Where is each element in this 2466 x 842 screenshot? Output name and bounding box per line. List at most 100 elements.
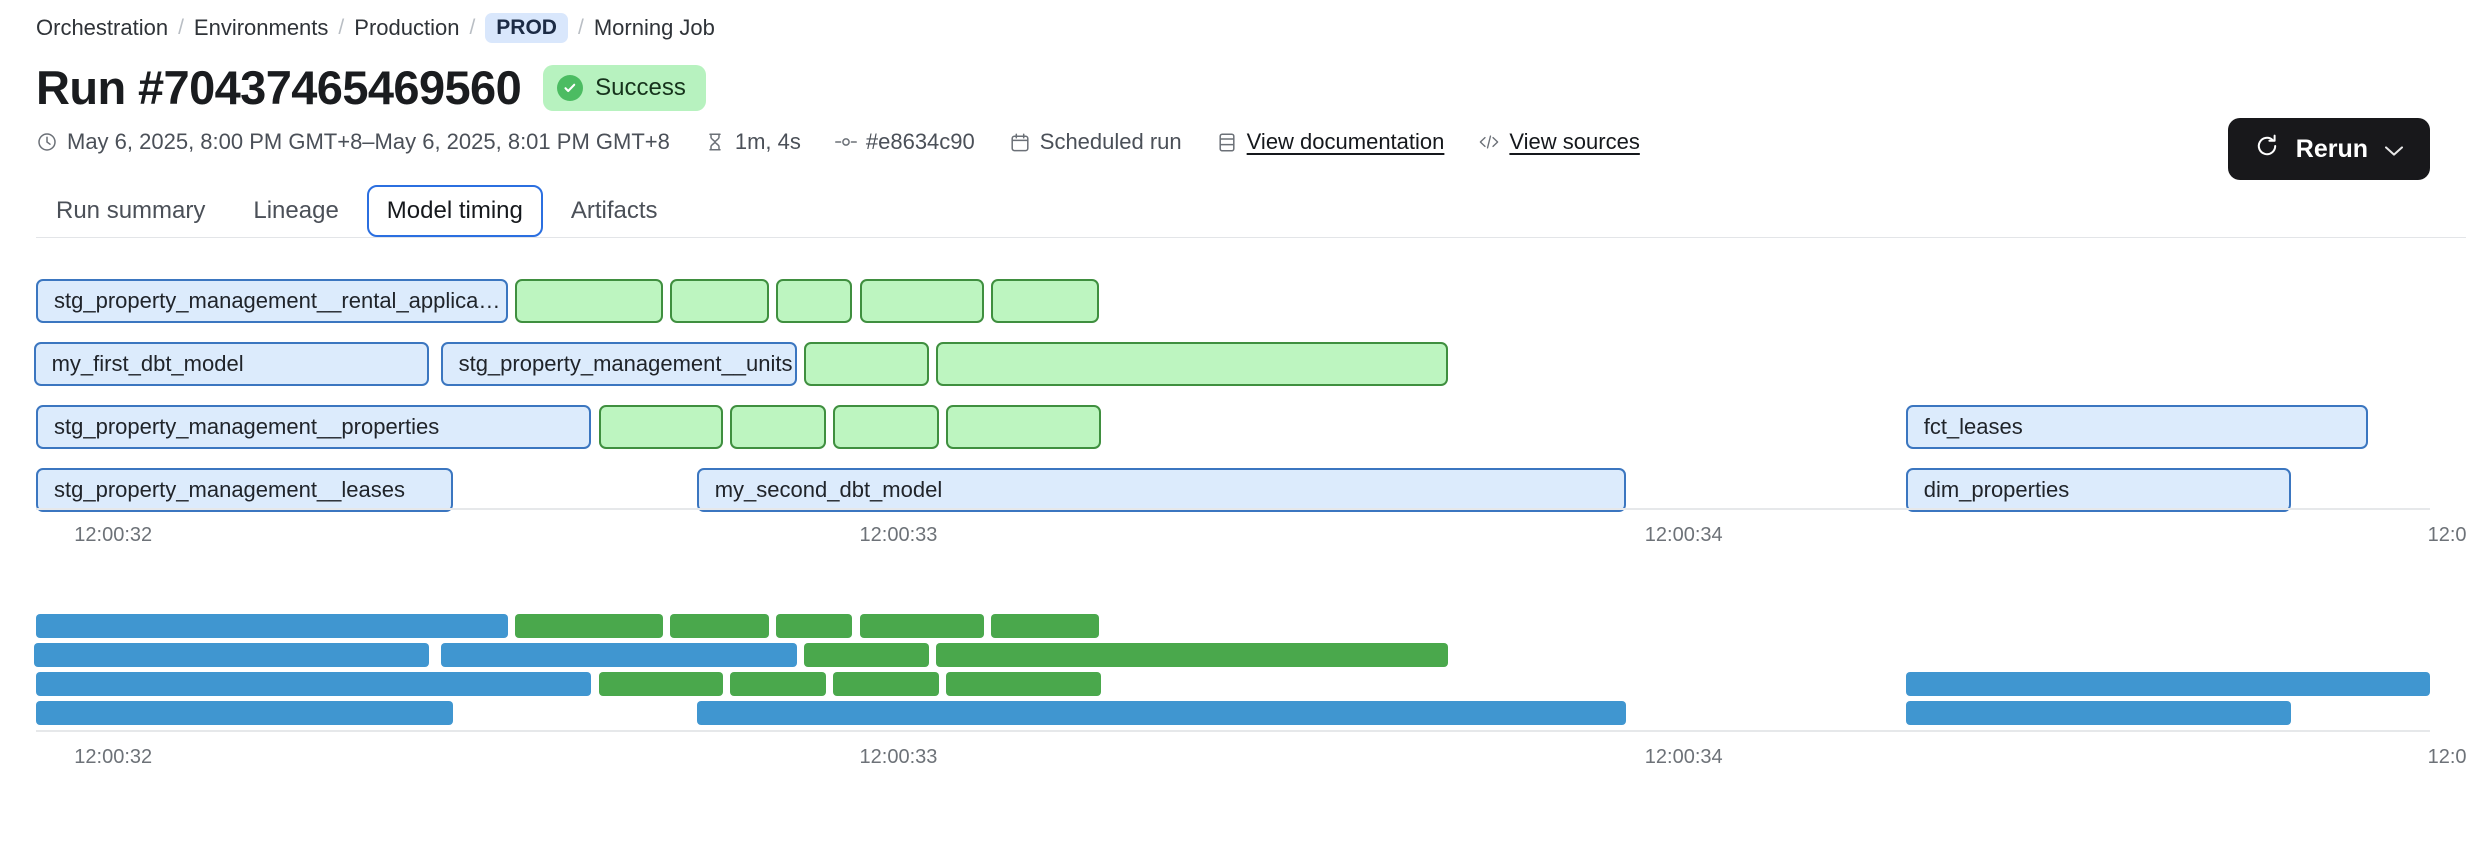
trigger-text: Scheduled run: [1039, 129, 1182, 154]
book-icon: [1216, 131, 1238, 153]
breadcrumb-item-morning-job[interactable]: Morning Job: [593, 15, 715, 40]
minimap-bar[interactable]: [670, 614, 769, 638]
axis-tick-label: 12:00:35: [2427, 524, 2466, 546]
git-commit-icon: [834, 131, 857, 153]
tab-lineage[interactable]: Lineage: [253, 197, 339, 224]
breadcrumb-separator: /: [577, 16, 584, 39]
minimap-bar[interactable]: [33, 643, 429, 667]
gantt-lane: stg_property_management__properties fct_l…: [36, 405, 2430, 449]
rerun-button[interactable]: Rerun: [2227, 118, 2430, 180]
meta-trigger: Scheduled run: [1009, 129, 1182, 155]
gantt-bar-stg_property_management__units[interactable]: stg_property_management__units: [440, 342, 798, 386]
gantt-lane: my_first_dbt_model stg_property_managemen…: [33, 342, 2430, 386]
minimap-lane: [36, 672, 2430, 696]
tab-underline: [36, 237, 2466, 238]
meta-sources[interactable]: View sources: [1478, 129, 1640, 155]
gantt-bar[interactable]: [514, 279, 664, 323]
breadcrumb: Orchestration / Environments / Production / PR…: [36, 0, 2430, 43]
refresh-icon: [2254, 133, 2280, 166]
gantt-bar[interactable]: [775, 279, 853, 323]
axis-tick-label: 12:00:34: [1644, 746, 1723, 768]
breadcrumb-separator: /: [178, 16, 184, 39]
minimap-bar[interactable]: [730, 672, 826, 696]
breadcrumb-item-environments[interactable]: Environments: [193, 15, 329, 40]
minimap-bar[interactable]: [1905, 701, 2292, 725]
minimap-bar[interactable]: [514, 614, 664, 638]
gantt-bar-my_first_dbt_model[interactable]: my_first_dbt_model: [33, 342, 429, 386]
minimap-bar[interactable]: [804, 643, 929, 667]
gantt-bar[interactable]: [670, 279, 769, 323]
minimap-bar[interactable]: [936, 643, 1449, 667]
breadcrumb-separator: /: [338, 16, 345, 39]
minimap-bar[interactable]: [991, 614, 1099, 638]
gantt-bar[interactable]: [598, 405, 724, 449]
view-documentation-link[interactable]: View documentation: [1246, 129, 1445, 154]
tab-run-summary[interactable]: Run summary: [56, 197, 206, 224]
tab-bar: Run summary Lineage Model timing Artifacts: [36, 185, 2466, 238]
gantt-bar[interactable]: [859, 279, 985, 323]
minimap-bar[interactable]: [1905, 672, 2430, 696]
gantt-bar[interactable]: [730, 405, 826, 449]
breadcrumb-item-production[interactable]: Production: [354, 15, 460, 40]
calendar-icon: [1009, 131, 1031, 153]
minimap-bar[interactable]: [833, 672, 939, 696]
clock-icon: [36, 131, 58, 153]
meta-documentation[interactable]: View documentation: [1216, 129, 1445, 155]
timerange-text: May 6, 2025, 8:00 PM GMT+8–May 6, 2025, …: [67, 129, 670, 154]
meta-timerange: May 6, 2025, 8:00 PM GMT+8–May 6, 2025, …: [36, 129, 670, 155]
chevron-down-icon[interactable]: [2384, 135, 2404, 164]
gantt-bar[interactable]: [804, 342, 929, 386]
minimap-bar[interactable]: [36, 672, 592, 696]
minimap-bar[interactable]: [775, 614, 853, 638]
axis-line: [36, 508, 2430, 510]
gantt-bar-stg_property_management__rental_applications[interactable]: stg_property_management__rental_applicat…: [36, 279, 508, 323]
minimap-bar[interactable]: [36, 701, 453, 725]
timing-minimap[interactable]: [33, 614, 2430, 726]
gantt-bar-label: stg_property_management__properties: [54, 414, 440, 439]
minimap-bar[interactable]: [440, 643, 798, 667]
minimap-bar[interactable]: [36, 614, 508, 638]
commit-text: #e8634c90: [865, 129, 975, 154]
rerun-label: Rerun: [2295, 134, 2368, 163]
meta-commit: #e8634c90: [834, 129, 975, 155]
gantt-bar-label: stg_property_management__rental_applicat…: [54, 288, 506, 313]
axis-tick-label: 12:00:33: [859, 524, 938, 546]
gantt-bar-label: stg_property_management__units: [458, 351, 793, 376]
gantt-bar-label: fct_leases: [1923, 414, 2023, 439]
gantt-bar-stg_property_management__leases[interactable]: stg_property_management__leases: [36, 468, 453, 512]
gantt-bar-dim_properties[interactable]: dim_properties: [1905, 468, 2292, 512]
gantt-bar[interactable]: [945, 405, 1102, 449]
model-timing-chart: stg_property_management__rental_applicat…: [33, 279, 2466, 778]
breadcrumb-separator: /: [469, 16, 476, 39]
gantt-bar[interactable]: [991, 279, 1099, 323]
minimap-bar[interactable]: [859, 614, 985, 638]
hourglass-icon: [704, 131, 726, 153]
run-metadata: May 6, 2025, 8:00 PM GMT+8–May 6, 2025, …: [36, 129, 2430, 155]
axis-tick-label: 12:00:33: [859, 746, 938, 768]
minimap-lane: [33, 643, 2430, 667]
axis-tick-label: 12:00:32: [74, 524, 153, 546]
minimap-bar[interactable]: [598, 672, 724, 696]
gantt-bar-label: dim_properties: [1923, 477, 2070, 502]
minimap-lane: [36, 614, 2430, 638]
gantt-chart: stg_property_management__rental_applicat…: [33, 279, 2430, 512]
breadcrumb-item-prod: PROD: [485, 13, 568, 43]
breadcrumb-item-orchestration[interactable]: Orchestration: [36, 15, 169, 40]
gantt-bar-my_second_dbt_model[interactable]: my_second_dbt_model: [696, 468, 1626, 512]
minimap-bar[interactable]: [945, 672, 1102, 696]
gantt-bar[interactable]: [936, 342, 1449, 386]
view-sources-link[interactable]: View sources: [1509, 129, 1640, 154]
page-title: Run #70437465469560: [36, 61, 522, 114]
gantt-bar-fct_leases[interactable]: fct_leases: [1905, 405, 2368, 449]
axis-tick-label: 12:00:32: [74, 746, 153, 768]
gantt-bar-label: my_second_dbt_model: [714, 477, 943, 502]
gantt-bar-label: stg_property_management__leases: [54, 477, 406, 502]
minimap-bar[interactable]: [696, 701, 1626, 725]
tab-artifacts[interactable]: Artifacts: [570, 197, 658, 224]
tab-model-timing[interactable]: Model timing: [366, 185, 543, 237]
gantt-bar-stg_property_management__properties[interactable]: stg_property_management__properties: [36, 405, 592, 449]
gantt-bar[interactable]: [833, 405, 939, 449]
